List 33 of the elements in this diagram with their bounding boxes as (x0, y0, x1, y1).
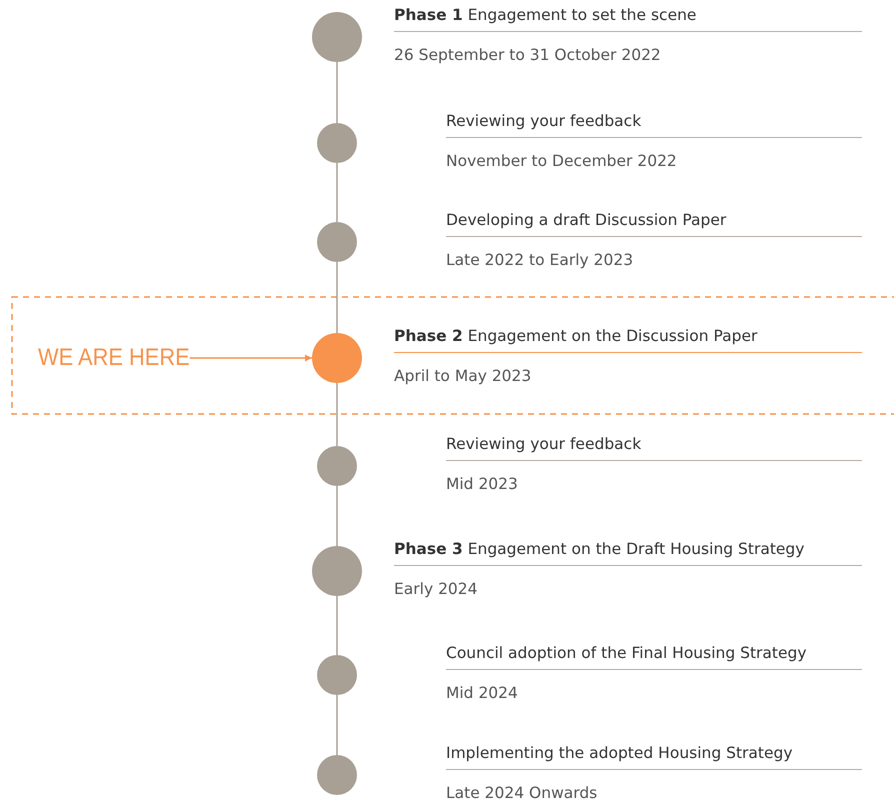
milestone-title: Phase 3 Engagement on the Draft Housing Strategy (394, 539, 862, 566)
milestone-circle (317, 123, 357, 163)
timeline-line (336, 383, 338, 446)
milestone-circle (317, 655, 357, 695)
milestone-title: Implementing the adopted Housing Strategy (446, 743, 862, 770)
milestone-circle (317, 222, 357, 262)
timeline-line (336, 163, 338, 222)
milestone-date: Mid 2023 (446, 474, 518, 494)
milestone-date: 26 September to 31 October 2022 (394, 45, 661, 65)
milestone-circle (317, 446, 357, 486)
timeline-line (336, 486, 338, 546)
status-label: WE ARE HERE (38, 344, 190, 372)
current-milestone-circle (312, 333, 362, 383)
timeline-line (336, 62, 338, 123)
milestone-circle (312, 546, 362, 596)
milestone-date: Late 2024 Onwards (446, 783, 598, 802)
milestone-title: Reviewing your feedback (446, 434, 862, 461)
timeline-line (336, 596, 338, 655)
milestone-title: Developing a draft Discussion Paper (446, 210, 862, 237)
milestone-title: Phase 1 Engagement to set the scene (394, 5, 862, 32)
milestone-title: Council adoption of the Final Housing Strategy (446, 643, 862, 670)
milestone-circle (312, 12, 362, 62)
milestone-date: Mid 2024 (446, 683, 518, 703)
timeline-line (336, 695, 338, 755)
milestone-circle (317, 755, 357, 795)
milestone-title: Reviewing your feedback (446, 111, 862, 138)
milestone-date: Late 2022 to Early 2023 (446, 250, 634, 270)
milestone-date: April to May 2023 (394, 366, 532, 386)
pointer-arrow (190, 354, 312, 362)
milestone-title: Phase 2 Engagement on the Discussion Paper (394, 326, 862, 353)
milestone-date: Early 2024 (394, 579, 478, 599)
timeline-line (336, 262, 338, 333)
milestone-date: November to December 2022 (446, 151, 677, 171)
